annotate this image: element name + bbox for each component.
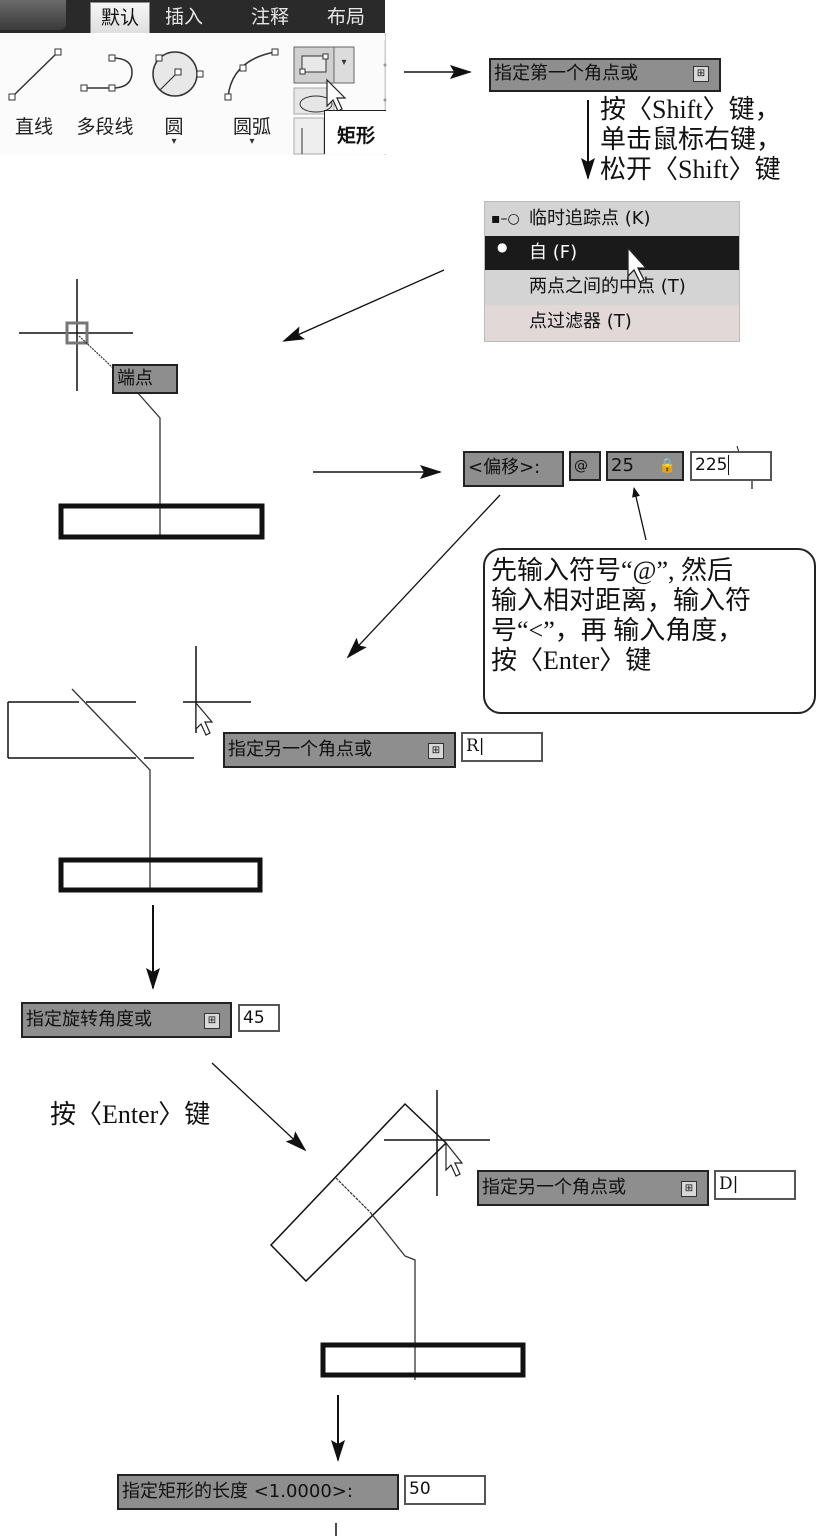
- other-corner-prompt-2: 指定另一个角点或 ⊞: [477, 1170, 709, 1206]
- from-point-icon: ●: [497, 240, 508, 254]
- application-button[interactable]: [0, 0, 66, 30]
- other-corner-prompt: 指定另一个角点或 ⊞: [223, 732, 456, 768]
- rotation-angle-prompt: 指定旋转角度或 ⊞: [21, 1002, 232, 1038]
- menu-item-from[interactable]: ● 自 (F): [485, 236, 739, 270]
- dimensions-option-input[interactable]: D|: [714, 1170, 796, 1200]
- tab-default[interactable]: 默认: [90, 2, 150, 34]
- base-rectangle: [58, 503, 265, 540]
- prompt-options-icon[interactable]: ⊞: [204, 1013, 220, 1029]
- arc-icon[interactable]: [224, 48, 279, 101]
- base-rectangle-3: [320, 1342, 526, 1378]
- tool-label-polyline[interactable]: 多段线: [76, 116, 134, 138]
- callout-line-4: 按〈Enter〉键: [491, 646, 652, 675]
- menu-item-midpoint-between[interactable]: 两点之间的中点 (T): [529, 276, 686, 297]
- circle-icon[interactable]: [152, 51, 204, 97]
- line-icon[interactable]: [8, 48, 62, 101]
- angle-input[interactable]: 225: [690, 451, 772, 481]
- arrow-to-endpoint: [282, 269, 445, 342]
- press-enter-instruction: 按〈Enter〉键: [50, 1100, 211, 1129]
- rectangle-length-prompt: 指定矩形的长度 <1.0000>:: [117, 1474, 399, 1510]
- rectangle-dropdown-icon[interactable]: ▾: [341, 57, 347, 68]
- preview-rectangle: [7, 701, 194, 759]
- base-rectangle-2: [58, 857, 263, 893]
- tool-label-circle[interactable]: 圆: [164, 116, 184, 138]
- circle-dropdown-icon[interactable]: ▾: [171, 136, 177, 147]
- distance-field[interactable]: 25 🔒: [606, 451, 684, 481]
- arrow-to-other-corner: [346, 494, 501, 659]
- callout-line-2: 输入相对距离，输入符: [491, 586, 752, 615]
- callout-line-3: 号“<”，再 输入角度，: [491, 616, 744, 645]
- lock-icon: 🔒: [658, 458, 676, 474]
- polyline-icon[interactable]: [80, 54, 133, 92]
- endpoint-snap-tooltip: 端点: [112, 364, 178, 394]
- rectangle-tooltip: 矩形: [324, 110, 386, 154]
- tab-layout[interactable]: 布局: [326, 6, 365, 28]
- rotation-option-input[interactable]: R|: [461, 732, 543, 762]
- instruction-line-3: 松开〈Shift〉键: [600, 155, 781, 184]
- first-corner-prompt: 指定第一个角点或 ⊞: [489, 58, 721, 92]
- offset-prompt: <偏移>:: [463, 451, 564, 487]
- prompt-options-icon[interactable]: ⊞: [428, 743, 444, 759]
- other-corner-prompt-text: 指定另一个角点或: [228, 739, 372, 760]
- prompt-options-icon[interactable]: ⊞: [681, 1181, 697, 1197]
- tab-annotate[interactable]: 注释: [250, 6, 289, 28]
- osnap-context-menu: ▪–○ 临时追踪点 (K) ● 自 (F) 两点之间的中点 (T) 点过滤器 (…: [484, 201, 740, 342]
- tracking-line-3: [369, 1211, 416, 1380]
- ribbon-icons: [8, 40, 387, 155]
- menu-item-temporary-track-point[interactable]: ▪–○ 临时追踪点 (K): [485, 202, 739, 236]
- first-corner-prompt-text: 指定第一个角点或: [494, 63, 638, 84]
- instruction-callout: 先输入符号“@”, 然后 输入相对距离，输入符 号“<”，再 输入角度， 按〈E…: [483, 548, 816, 714]
- arc-dropdown-icon[interactable]: ▾: [249, 136, 255, 147]
- tool-label-arc[interactable]: 圆弧: [232, 116, 271, 138]
- angle-value: 225: [695, 455, 728, 475]
- rectangle-button[interactable]: [293, 46, 355, 84]
- menu-item-point-filters[interactable]: 点过滤器 (T): [485, 305, 739, 341]
- callout-pointer: [632, 487, 647, 541]
- distance-value: 25: [611, 455, 634, 476]
- rectangle-length-input[interactable]: 50: [404, 1475, 486, 1505]
- crosshair-cursor-3: [384, 1090, 490, 1196]
- prompt-options-icon[interactable]: ⊞: [693, 66, 709, 82]
- other-corner-prompt-text-2: 指定另一个角点或: [482, 1177, 626, 1198]
- callout-line-1: 先输入符号“@”, 然后: [491, 556, 734, 585]
- relative-at-field[interactable]: @: [569, 451, 601, 481]
- tool-label-line[interactable]: 直线: [14, 116, 53, 138]
- rotation-angle-input[interactable]: 45: [238, 1004, 280, 1032]
- hatch-icon[interactable]: [293, 117, 325, 155]
- crosshair-cursor-2: [183, 646, 251, 736]
- tracking-line-2: [71, 688, 151, 890]
- tracking-point-icon: ▪–○: [491, 211, 520, 227]
- instruction-line-2: 单击鼠标右键，: [600, 125, 783, 154]
- tab-insert[interactable]: 插入: [164, 6, 203, 28]
- rotated-rectangle: [269, 1102, 448, 1283]
- rotation-angle-prompt-text: 指定旋转角度或: [26, 1009, 152, 1030]
- instruction-line-1: 按〈Shift〉键，: [600, 95, 781, 124]
